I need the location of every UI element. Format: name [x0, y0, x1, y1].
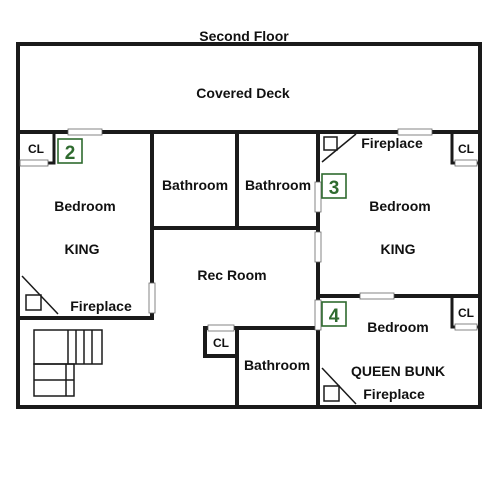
closet-label-bedroom-4: CL: [458, 306, 474, 320]
bedroom-4-bed: QUEEN BUNK: [351, 363, 445, 379]
bathroom-b-label: Bathroom: [245, 177, 311, 193]
covered-deck-label: Covered Deck: [196, 85, 290, 101]
bathroom-a-label: Bathroom: [162, 177, 228, 193]
door-markers: [19, 128, 478, 332]
floor-title: Second Floor: [199, 28, 289, 44]
closet-label-bedroom-2: CL: [28, 142, 44, 156]
bedroom-4-fireplace-label: Fireplace: [363, 386, 425, 402]
bathroom-c-label: Bathroom: [244, 357, 310, 373]
staircase: [33, 329, 103, 397]
bedroom-3-label: Bedroom: [369, 198, 430, 214]
room-number-4-text: 4: [329, 306, 340, 327]
fireplace-symbols: [21, 133, 357, 405]
room-number-4: 4: [321, 301, 347, 327]
room-number-3-text: 3: [329, 178, 340, 199]
bedroom-3-fireplace-label: Fireplace: [361, 135, 423, 151]
bedroom-2-fireplace-label: Fireplace: [70, 298, 132, 314]
closet-label-bedroom-3: CL: [458, 142, 474, 156]
bedroom-2-label: Bedroom: [54, 198, 115, 214]
room-number-3: 3: [321, 173, 347, 199]
rec-room-label: Rec Room: [197, 267, 266, 283]
bedroom-4-label: Bedroom: [367, 319, 428, 335]
bedroom-2-bed: KING: [65, 241, 100, 257]
closet-label-rec-room: CL: [213, 336, 229, 350]
bedroom-3-bed: KING: [381, 241, 416, 257]
room-number-2-text: 2: [65, 143, 76, 164]
room-number-2: 2: [57, 138, 83, 164]
